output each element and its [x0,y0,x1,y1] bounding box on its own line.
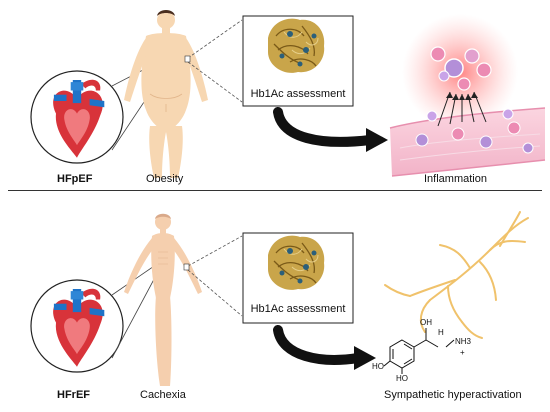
sympathetic-hyperactivation-label: Sympathetic hyperactivation [384,389,522,401]
heart-circle-top [30,70,124,164]
hba1c-box-top [242,15,354,107]
molecule-nh3-label: NH3 [455,337,472,346]
molecule-ho-label-2: HO [396,374,408,383]
panel-divider [8,190,542,191]
hba1c-box-bottom [242,232,354,324]
curved-arrow-bottom [273,325,376,370]
obese-person-figure [124,10,208,178]
dashed-lines-bottom [187,235,243,317]
dashed-lines-top [187,19,243,103]
hfpef-label: HFpEF [57,173,93,185]
hba1c-label-top: Hb1Ac assessment [250,88,346,100]
obesity-label: Obesity [146,173,184,185]
molecule-h-label: H [438,328,444,337]
molecule-ho-label-1: HO [372,362,384,371]
sympathetic-nerve-illustration [384,211,529,339]
thin-person-figure [124,213,202,386]
hba1c-label-bottom: Hb1Ac assessment [250,303,346,315]
curved-arrow-top [273,107,388,152]
molecule-oh-label: OH [420,318,432,327]
molecule-plus-label: + [460,348,465,357]
inflammation-illustration [389,14,546,177]
hfref-label: HFrEF [57,389,90,401]
cachexia-label: Cachexia [140,389,186,401]
adrenaline-molecule [383,328,455,374]
inflammation-label: Inflammation [424,173,487,185]
heart-circle-bottom [30,279,124,373]
